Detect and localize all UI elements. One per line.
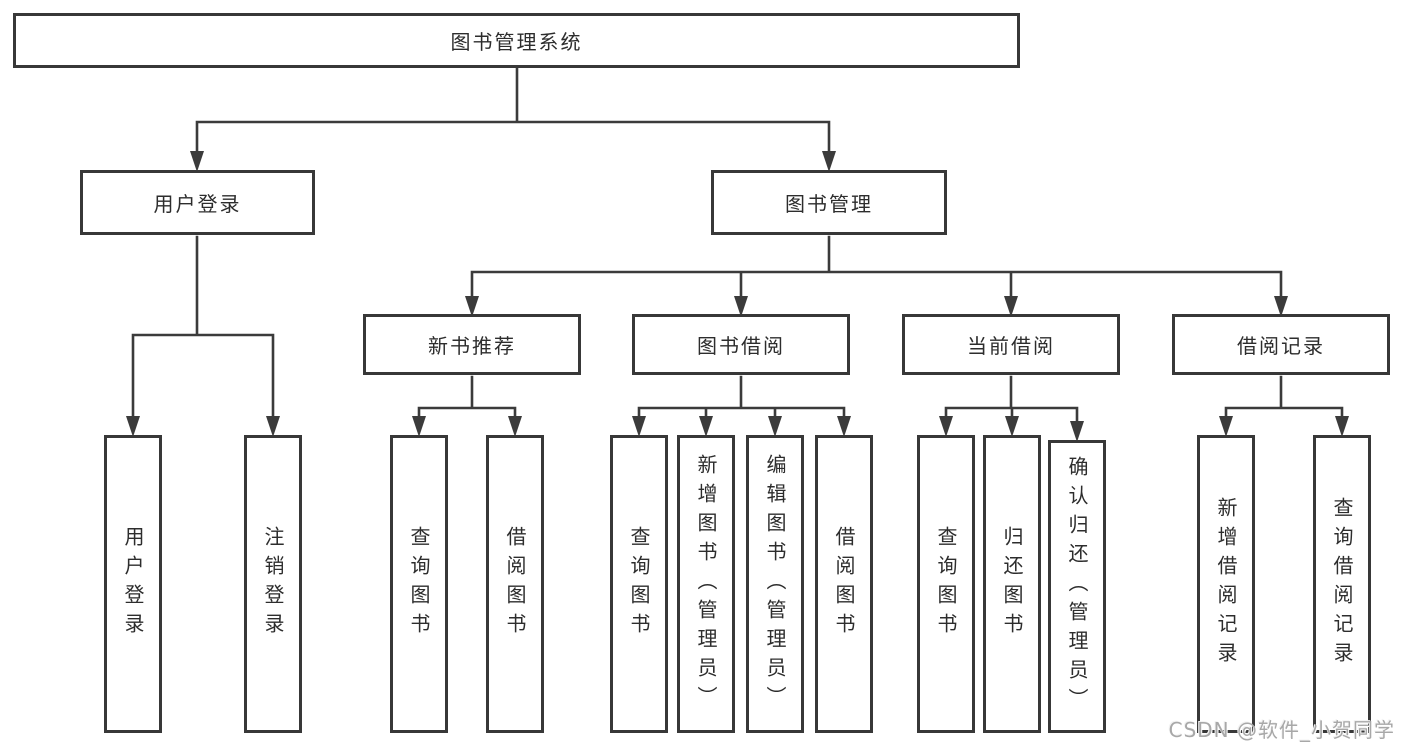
leaf-label: 查询借阅记录 [1330, 497, 1354, 671]
leaf-label: 编辑图书（管理员） [763, 453, 787, 715]
leaf-label: 新增借阅记录 [1214, 497, 1238, 671]
leaf-label: 借阅图书 [503, 526, 527, 642]
leaf-label: 确认归还（管理员） [1065, 456, 1089, 717]
leaf-query-books-recommend: 查询图书 [390, 435, 448, 733]
leaf-label: 新增图书（管理员） [694, 453, 718, 715]
leaf-return-books: 归还图书 [983, 435, 1041, 733]
leaf-query-books-borrowing: 查询图书 [610, 435, 668, 733]
leaf-query-books-current: 查询图书 [917, 435, 975, 733]
connector-lines [131, 66, 1344, 425]
leaf-label: 归还图书 [1000, 526, 1024, 642]
leaf-confirm-return-admin: 确认归还（管理员） [1048, 440, 1106, 733]
node-new-book-recommendation: 新书推荐 [363, 314, 581, 375]
node-library-management-system: 图书管理系统 [13, 13, 1020, 68]
node-book-borrowing: 图书借阅 [632, 314, 850, 375]
leaf-label: 查询图书 [934, 526, 958, 642]
leaf-add-borrow-record: 新增借阅记录 [1197, 435, 1255, 733]
leaf-label: 查询图书 [627, 526, 651, 642]
leaf-label: 借阅图书 [832, 526, 856, 642]
leaf-label: 用户登录 [121, 526, 145, 642]
arrowhead-icons [126, 151, 1349, 442]
leaf-add-book-admin: 新增图书（管理员） [677, 435, 735, 733]
node-user-login-branch: 用户登录 [80, 170, 315, 235]
node-borrowing-records: 借阅记录 [1172, 314, 1390, 375]
leaf-logout: 注销登录 [244, 435, 302, 733]
leaf-query-borrow-record: 查询借阅记录 [1313, 435, 1371, 733]
node-book-management-branch: 图书管理 [711, 170, 947, 235]
leaf-label: 查询图书 [407, 526, 431, 642]
leaf-label: 注销登录 [261, 526, 285, 642]
leaf-edit-book-admin: 编辑图书（管理员） [746, 435, 804, 733]
leaf-borrow-books-borrowing: 借阅图书 [815, 435, 873, 733]
leaf-borrow-books-recommend: 借阅图书 [486, 435, 544, 733]
csdn-watermark: CSDN @软件_小贺同学 [1168, 718, 1395, 742]
node-current-borrowing: 当前借阅 [902, 314, 1120, 375]
leaf-user-login: 用户登录 [104, 435, 162, 733]
